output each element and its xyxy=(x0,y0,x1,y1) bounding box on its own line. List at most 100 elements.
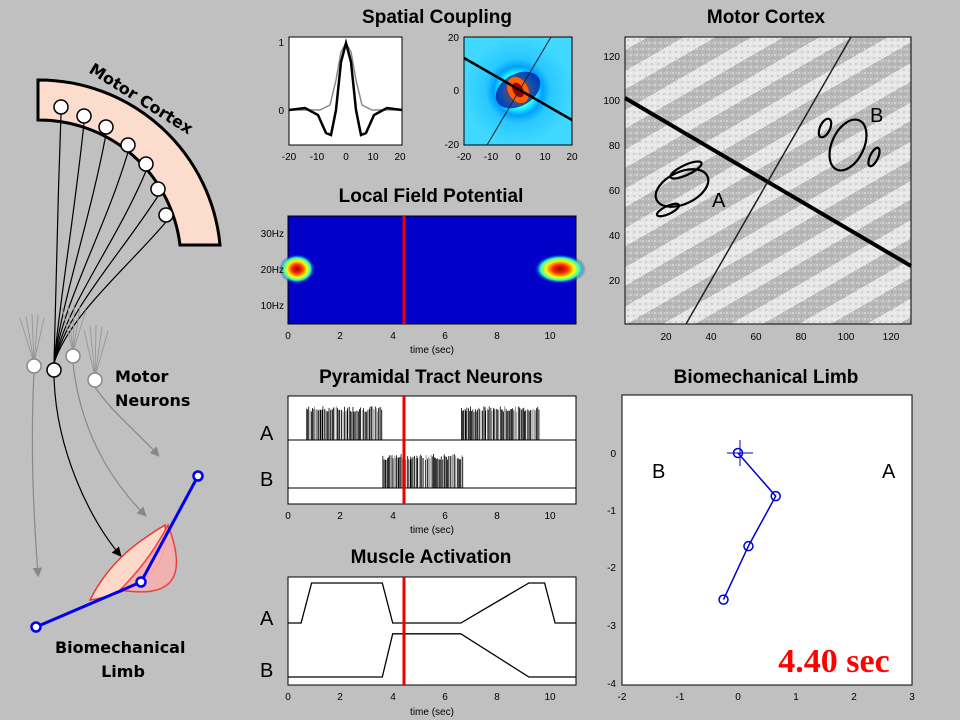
tick: 20 xyxy=(660,332,672,343)
limb-joint xyxy=(770,490,781,502)
motor-cortex-title: Motor Cortex xyxy=(707,7,826,28)
lfp-xlabel: time (sec) xyxy=(410,345,454,356)
limb-side-label-a: A xyxy=(882,461,896,483)
tick: 30Hz xyxy=(261,229,284,240)
tick: 20Hz xyxy=(261,265,284,276)
muscle-trace-a xyxy=(288,582,576,624)
row-label-a: A xyxy=(260,608,274,630)
motor-neuron-dendrites xyxy=(19,304,109,378)
corticospinal-axons xyxy=(53,113,167,364)
tick: -20 xyxy=(445,140,460,151)
tick: 20 xyxy=(448,33,460,44)
motor-axons xyxy=(31,362,160,578)
tick: -2 xyxy=(618,692,627,703)
limb-joint xyxy=(743,540,754,552)
tick: 3 xyxy=(909,692,915,703)
motor-neurons xyxy=(26,348,103,388)
limb-segments xyxy=(722,452,777,600)
tick: 0 xyxy=(285,692,291,703)
lfp-burst xyxy=(279,254,315,284)
tick: 120 xyxy=(603,52,620,63)
limb-joints xyxy=(718,447,781,605)
tick: 0 xyxy=(735,692,741,703)
tick: 1 xyxy=(278,38,284,49)
time-display: 4.40 sec xyxy=(778,643,889,680)
spike-train-a xyxy=(306,406,540,440)
tick: 0 xyxy=(453,86,459,97)
tick: 20 xyxy=(566,152,578,163)
profile-black-curve xyxy=(288,38,403,137)
tick: 40 xyxy=(609,231,621,242)
kernel-thin-line xyxy=(486,36,552,146)
limb-side-label-b: B xyxy=(652,461,665,483)
schematic-diagram: Motor Cortex xyxy=(19,59,222,681)
row-label-a: A xyxy=(260,423,274,445)
tick: 8 xyxy=(494,331,500,342)
tick: 10 xyxy=(544,331,556,342)
tick: -3 xyxy=(607,621,616,632)
tick: 10 xyxy=(544,692,556,703)
limb-joint xyxy=(718,594,729,605)
tick: 80 xyxy=(609,141,621,152)
cortex-thin-line xyxy=(685,36,852,325)
tick: -1 xyxy=(676,692,685,703)
muscle-trace-b xyxy=(288,633,576,678)
limb-plot-title: Biomechanical Limb xyxy=(674,367,859,388)
limb-plot: B A 4.40 sec -2 -1 0 1 2 3 0 -1 -2 -3 -4 xyxy=(607,394,915,703)
tick: 2 xyxy=(337,511,343,522)
spike-train-b xyxy=(382,454,464,488)
motor-neurons-label: Motor Neurons xyxy=(115,367,190,410)
tick: 40 xyxy=(705,332,717,343)
tick: 100 xyxy=(838,332,855,343)
spatial-coupling-title: Spatial Coupling xyxy=(362,7,512,28)
tick: -20 xyxy=(282,152,297,163)
kernel-thick-line xyxy=(463,56,573,122)
ptn-title: Pyramidal Tract Neurons xyxy=(319,367,543,388)
tick: 120 xyxy=(883,332,900,343)
tick: 0 xyxy=(515,152,521,163)
muscle-activation-plot: A B 0 2 4 6 8 10 time (sec) xyxy=(260,576,577,718)
motor-cortex-map: A B 20 40 60 80 100 120 120 100 80 60 40… xyxy=(603,36,913,343)
tick: 20 xyxy=(394,152,406,163)
tick: 2 xyxy=(337,692,343,703)
tick: -1 xyxy=(607,506,616,517)
muscle-title: Muscle Activation xyxy=(351,547,512,568)
tick: 4 xyxy=(390,692,396,703)
diagram-limb xyxy=(30,470,204,633)
tick: 20 xyxy=(609,276,621,287)
tick: -20 xyxy=(457,152,472,163)
tick: 8 xyxy=(494,692,500,703)
tick: 60 xyxy=(609,186,621,197)
tick: 10 xyxy=(544,511,556,522)
lfp-burst xyxy=(534,254,586,284)
tick: 100 xyxy=(603,96,620,107)
tick: 8 xyxy=(494,511,500,522)
muscle-xlabel: time (sec) xyxy=(410,707,454,718)
tick: -10 xyxy=(484,152,499,163)
region-a-label: A xyxy=(712,190,726,212)
row-label-b: B xyxy=(260,660,273,682)
tuning-contours-a xyxy=(654,160,710,218)
ptn-xlabel: time (sec) xyxy=(410,525,454,536)
tick: 6 xyxy=(442,692,448,703)
tick: 0 xyxy=(285,331,291,342)
tick: 6 xyxy=(442,511,448,522)
tick: 4 xyxy=(390,511,396,522)
tick: -4 xyxy=(607,679,616,690)
tick: 2 xyxy=(337,331,343,342)
tick: 10 xyxy=(367,152,379,163)
tuning-contours-b xyxy=(817,117,881,172)
coupling-profile-plot: -20 -10 0 10 20 1 0 xyxy=(278,36,406,163)
tick: 1 xyxy=(793,692,799,703)
limb-label: Biomechanical Limb xyxy=(55,638,191,681)
tick: -10 xyxy=(310,152,325,163)
tick: 6 xyxy=(442,331,448,342)
tick: 60 xyxy=(750,332,762,343)
tick: -2 xyxy=(607,563,616,574)
lfp-title: Local Field Potential xyxy=(339,186,524,207)
tick: 10Hz xyxy=(261,301,284,312)
tick: 2 xyxy=(851,692,857,703)
region-b-label: B xyxy=(870,105,883,127)
tick: 80 xyxy=(795,332,807,343)
